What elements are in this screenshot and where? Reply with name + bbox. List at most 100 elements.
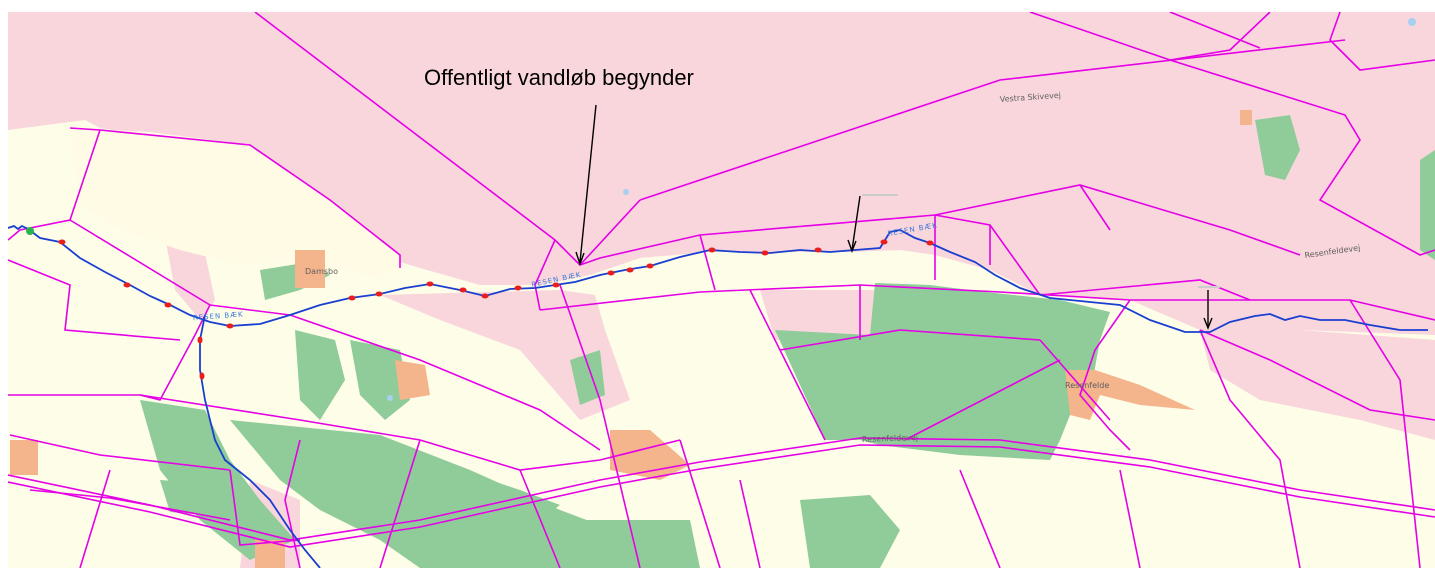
built	[10, 440, 38, 475]
parcel-line	[1169, 12, 1271, 61]
pond	[1408, 18, 1416, 26]
streams	[8, 224, 1428, 568]
parcel-line	[1039, 339, 1111, 421]
small-marker	[862, 194, 898, 196]
urban-patch	[380, 290, 630, 420]
marker-dot	[197, 336, 203, 344]
built	[395, 360, 430, 400]
marker-dot	[459, 287, 467, 293]
river-label: RESEN BÆK	[193, 310, 244, 322]
marker-dot	[375, 291, 383, 297]
parcel-line	[579, 214, 1041, 296]
parcel-line	[79, 469, 111, 568]
annotation-text: Offentligt vandløb begynder	[424, 65, 694, 90]
marker-dot	[708, 247, 716, 253]
built	[1065, 370, 1195, 420]
parcel-line	[639, 39, 1346, 201]
parcel-line	[519, 469, 561, 568]
annotation-arrows	[575, 104, 1213, 330]
parcel-line	[749, 289, 826, 441]
forest	[540, 520, 700, 568]
built	[295, 250, 325, 288]
forest	[160, 480, 225, 515]
forest-areas	[140, 115, 1435, 568]
marker-dot	[552, 282, 560, 288]
arrow-main	[579, 104, 597, 263]
place-label-damsbo: Damsbo	[305, 267, 338, 276]
roads	[8, 437, 1435, 548]
stream-branch	[199, 314, 321, 568]
parcel-line	[959, 469, 1001, 568]
parcel-line	[1199, 329, 1301, 568]
parcel-line	[679, 439, 721, 568]
marker-dot	[226, 323, 234, 329]
marker-dot	[348, 295, 356, 301]
road-label-bottom: Resenfeldevej	[862, 433, 918, 444]
parcel-line	[1130, 299, 1435, 321]
marker-dot	[514, 285, 522, 291]
marker-dot	[880, 239, 888, 245]
forest	[800, 495, 900, 568]
pond	[623, 189, 629, 195]
parcel-line	[1039, 279, 1251, 301]
forest	[1255, 115, 1300, 180]
parcel-line	[284, 439, 301, 568]
parcel-line	[739, 479, 761, 568]
marker-dot	[646, 263, 654, 269]
parcel-line	[1119, 469, 1141, 568]
marker-dot	[607, 270, 615, 276]
built	[255, 540, 285, 568]
parcel-line	[1199, 329, 1435, 421]
marker-dot	[164, 302, 172, 308]
urban-patch	[1200, 330, 1435, 440]
marker-dot	[58, 239, 66, 245]
parcel-line	[534, 239, 556, 311]
parcel-line	[289, 314, 601, 451]
parcel-line	[1029, 12, 1435, 256]
marker-dot	[199, 372, 205, 380]
parcel-line	[8, 129, 101, 241]
parcel-line	[1079, 184, 1111, 231]
arrow-head	[847, 239, 857, 253]
arrow-head	[575, 251, 585, 267]
place-label-resenfelde: Resenfelde	[1065, 381, 1109, 390]
marker-dot	[123, 282, 131, 288]
parcel-line	[579, 199, 641, 266]
parcel-line	[779, 329, 1041, 351]
small-marker	[1198, 286, 1220, 288]
parcel-line	[699, 234, 716, 291]
parcel-line	[1169, 12, 1261, 49]
marker-dot	[926, 240, 934, 246]
forest	[380, 470, 560, 520]
parcel-line	[1349, 299, 1421, 568]
road-line	[8, 437, 1435, 541]
forest	[140, 400, 295, 560]
parcel-line	[229, 469, 301, 546]
parcel-line	[9, 434, 231, 471]
stream-start-point	[26, 227, 34, 235]
parcel-line	[8, 259, 181, 341]
arrow-head	[1203, 317, 1213, 330]
marker-dot	[626, 267, 634, 273]
marker-dot	[814, 247, 822, 253]
parcel-line	[934, 184, 1301, 256]
marker-dot	[481, 293, 489, 299]
stream-main	[8, 224, 1428, 333]
built	[1240, 110, 1252, 125]
pond	[387, 395, 393, 401]
road-line	[8, 444, 1435, 548]
forest	[775, 283, 1110, 460]
parcel-line	[379, 439, 421, 568]
marker-dots	[58, 239, 934, 380]
marker-dot	[426, 281, 434, 287]
parcel-line	[1329, 12, 1435, 71]
parcel-line	[1079, 299, 1131, 451]
parcel-boundaries	[8, 12, 1435, 568]
cream-strip	[70, 128, 405, 278]
forest	[295, 330, 345, 420]
map-area: Vestra Skivevej Resenfeldevej Damsbo Res…	[8, 12, 1435, 568]
road-label-vestra-skivevej: Vestra Skivevej	[1000, 91, 1062, 104]
forest	[1420, 150, 1435, 260]
arrow-middle	[851, 195, 861, 251]
